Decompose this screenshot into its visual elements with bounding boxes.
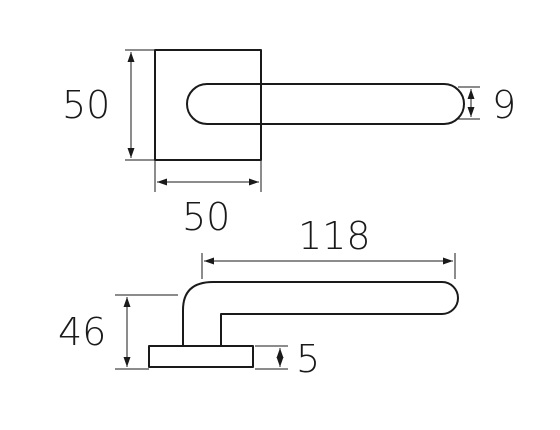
lever-front-outline <box>186 83 465 125</box>
front-view: 50 50 9 <box>62 49 516 239</box>
lever-thickness-label: 9 <box>492 83 516 127</box>
rose-width-label: 50 <box>182 195 230 239</box>
rose-thickness-label: 5 <box>296 337 320 381</box>
side-view: 118 46 5 <box>58 214 459 381</box>
lever-length-label: 118 <box>298 214 371 258</box>
total-height-label: 46 <box>58 310 106 354</box>
base-rose-outline <box>148 345 254 368</box>
square-rose-outline <box>154 49 262 161</box>
lever-side-outline <box>182 281 459 347</box>
rose-height-label: 50 <box>62 83 110 127</box>
